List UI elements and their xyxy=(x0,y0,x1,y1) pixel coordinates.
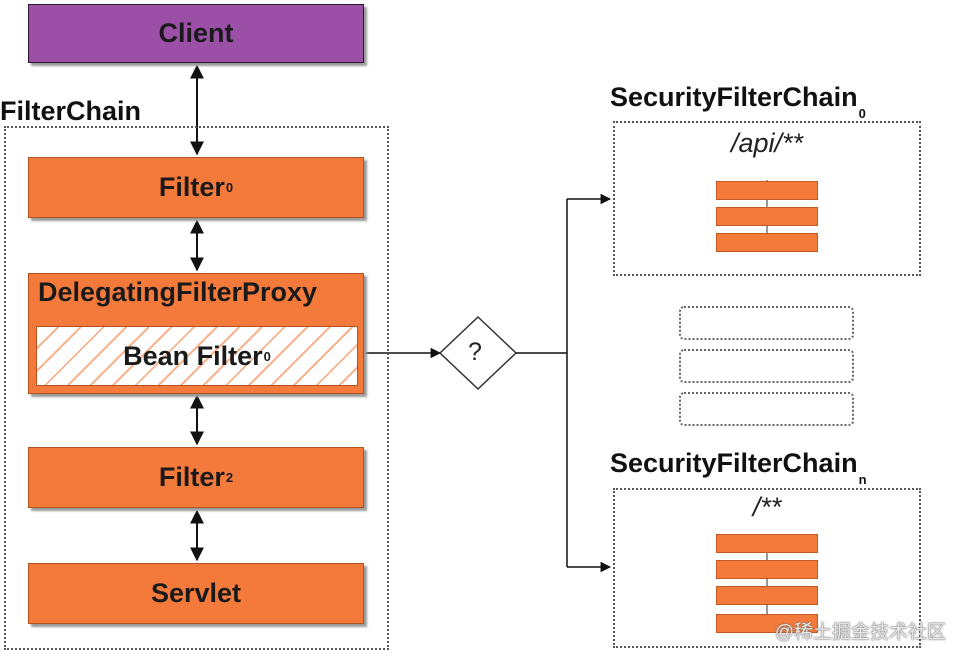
bean-filter-label: Bean Filter xyxy=(123,340,263,371)
filter2-label: Filter xyxy=(158,462,225,492)
client-label: Client xyxy=(158,18,234,48)
chainn-filter-bar xyxy=(716,560,818,579)
filter-chain-label: FilterChain xyxy=(0,96,142,126)
filter-chain-frame xyxy=(4,126,389,650)
chain0-filter-bar xyxy=(716,181,818,200)
filter2-subscript: 2 xyxy=(225,470,234,485)
security-filter-chain-n-title: SecurityFilterChainn xyxy=(610,448,867,487)
chain0-filter-bar xyxy=(716,233,818,252)
security-filter-chain-0-pattern: /api/** xyxy=(730,128,804,158)
bean-filter-subscript: 0 xyxy=(263,348,271,364)
watermark: @稀土掘金技术社区 xyxy=(774,622,946,643)
client-box: Client xyxy=(28,4,364,63)
security-filter-chain-n-subscript: n xyxy=(858,472,867,487)
filter0-subscript: 0 xyxy=(225,180,234,195)
chain0-filter-bar xyxy=(716,207,818,226)
filter0-label: Filter xyxy=(158,172,225,202)
decision-diamond xyxy=(438,315,518,391)
decision-label: ? xyxy=(468,338,482,366)
security-filter-chain-n-frame xyxy=(613,488,921,648)
security-filter-chain-0-title: SecurityFilterChain0 xyxy=(610,82,866,121)
security-filter-chain-0-frame xyxy=(613,121,921,276)
security-filter-chain-n-pattern: /** xyxy=(752,492,782,522)
placeholder-chain-box xyxy=(679,306,854,340)
chainn-filter-bar xyxy=(716,534,818,553)
placeholder-chain-box xyxy=(679,349,854,383)
placeholder-chain-box xyxy=(679,392,854,426)
servlet-box: Servlet xyxy=(28,563,364,624)
delegating-filter-proxy-label: DelegatingFilterProxy xyxy=(38,277,318,307)
security-filter-chain-0-subscript: 0 xyxy=(858,106,866,121)
chainn-filter-bar xyxy=(716,614,818,633)
chainn-filter-bar xyxy=(716,586,818,605)
servlet-label: Servlet xyxy=(150,578,242,608)
